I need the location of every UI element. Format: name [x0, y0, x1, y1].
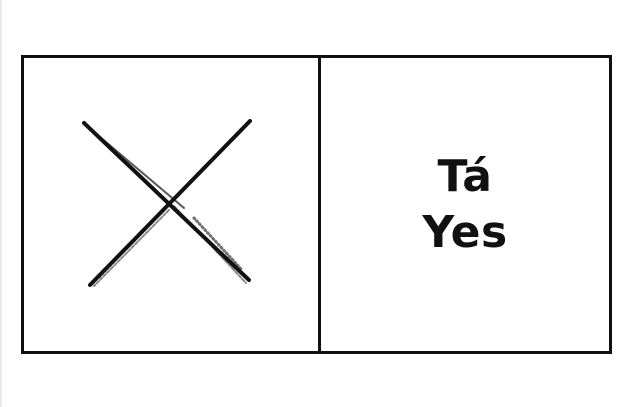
cross-mark-icon	[82, 119, 252, 287]
label-cell: Tá Yes	[321, 58, 609, 351]
page-edge	[0, 0, 2, 407]
ballot-box: Tá Yes	[21, 55, 612, 354]
label-english: Yes	[422, 206, 508, 258]
label-irish: Tá	[437, 150, 493, 202]
mark-cell[interactable]	[24, 58, 321, 351]
